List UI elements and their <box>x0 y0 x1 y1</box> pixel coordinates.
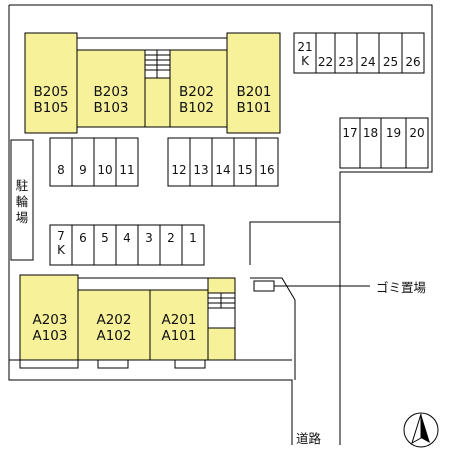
parking-slot: 9 <box>79 163 87 177</box>
parking-slot: 6 <box>79 231 87 245</box>
garbage-gate <box>250 277 296 380</box>
parking-slot: 20 <box>409 126 425 140</box>
parking-slot: 2 <box>167 231 175 245</box>
garbage-area-label: ゴミ置場 <box>376 280 427 295</box>
parking-slot: 1 <box>189 231 197 245</box>
parking-slot: 16 <box>259 163 275 177</box>
parking-slot: 23 <box>338 55 354 69</box>
parking-slot: 13 <box>193 163 209 177</box>
parking-slot: 10 <box>97 163 113 177</box>
parking-slot: 25 <box>382 55 399 69</box>
building-a-top-strip <box>77 277 209 291</box>
parking-row-lower <box>49 224 205 266</box>
parking-slot: 18 <box>362 126 379 140</box>
building-b-right-wing <box>226 32 281 134</box>
building-a203-body <box>19 274 79 361</box>
building-a201-body <box>149 289 209 361</box>
building-b-left-wing <box>24 32 78 134</box>
parking-slot: 15 <box>237 163 253 177</box>
parking-block-right <box>339 117 429 169</box>
parking-slot: 3 <box>145 231 153 245</box>
balcony-a103 <box>19 359 79 369</box>
garbage-bin <box>253 280 275 292</box>
parking-slot: 22 <box>317 55 334 69</box>
parking-slot: 8 <box>57 163 65 177</box>
north-arrow-icon <box>421 414 430 443</box>
parking-slot: 24 <box>360 55 376 69</box>
parking-slot: 11 <box>119 163 135 177</box>
parking-slot: 5 <box>101 231 109 245</box>
parking-slot: 12 <box>171 163 187 177</box>
balcony-a101 <box>174 359 206 369</box>
building-b203-body <box>76 49 146 128</box>
building-a202-body <box>77 289 151 361</box>
parking-slot: 19 <box>385 126 402 140</box>
bicycle-parking-label: 駐輪場 <box>15 178 29 225</box>
balcony-a102 <box>97 359 129 369</box>
building-b202-body <box>169 49 228 128</box>
garbage-enclosure <box>249 221 340 265</box>
building-b-top-strip <box>76 37 228 51</box>
bicycle-parking-area <box>10 139 34 261</box>
parking-row-right <box>167 137 279 187</box>
parking-slot: 14 <box>215 163 231 177</box>
parking-slot: 26 <box>405 55 421 69</box>
parking-slot: 17 <box>342 126 358 140</box>
road-label: 道路 <box>296 431 322 446</box>
parking-slot: 4 <box>123 231 131 245</box>
building-b-stair-core <box>144 77 171 128</box>
